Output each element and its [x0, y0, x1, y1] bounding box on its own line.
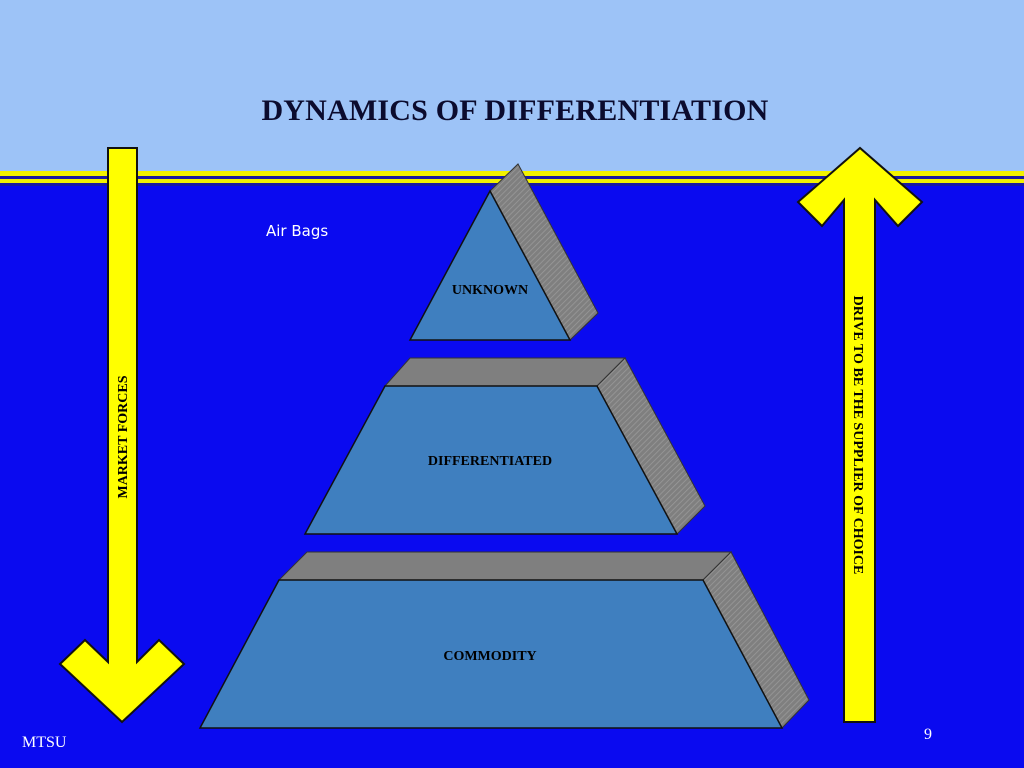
supplier-of-choice-label: DRIVE TO BE THE SUPPLIER OF CHOICE [850, 296, 865, 575]
footer-organization: MTSU [22, 734, 67, 751]
supplier-of-choice-arrow [796, 146, 924, 723]
tier-label-unknown: UNKNOWN [452, 283, 528, 298]
market-forces-label: MARKET FORCES [116, 375, 131, 498]
pyramid-tier-differentiated [303, 357, 706, 535]
page-number: 9 [924, 726, 932, 743]
title-band [0, 0, 1024, 172]
air-bags-annotation: Air Bags [266, 222, 329, 240]
slide-title: DYNAMICS OF DIFFERENTIATION [261, 94, 769, 127]
tier-label-commodity: COMMODITY [443, 649, 536, 664]
market-forces-arrow [58, 147, 186, 724]
pyramid-tier-unknown [408, 163, 599, 341]
pyramid-tier-commodity [198, 551, 810, 729]
tier-label-differentiated: DIFFERENTIATED [428, 454, 552, 469]
